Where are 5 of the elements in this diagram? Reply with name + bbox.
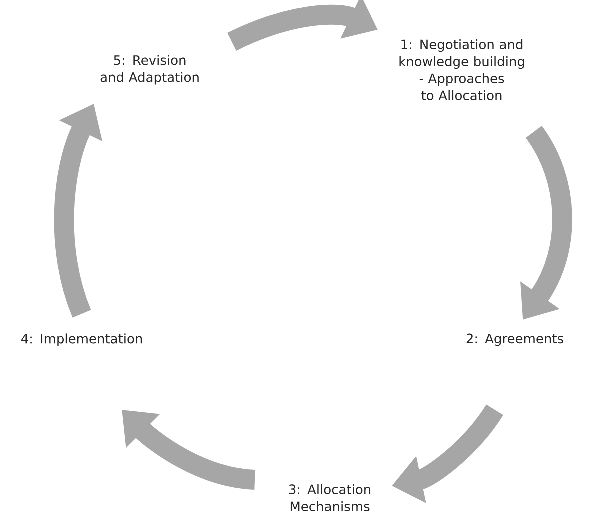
- step-label: 5: Revision and Adaptation: [100, 55, 199, 85]
- step-label: 2: Agreements: [466, 334, 564, 346]
- step-label: 3: Allocation Mechanisms: [289, 484, 371, 512]
- step-label: 4: Implementation: [21, 334, 142, 346]
- step-label: 1: Negotiation and knowledge building - Approaches to Allocation: [400, 39, 524, 101]
